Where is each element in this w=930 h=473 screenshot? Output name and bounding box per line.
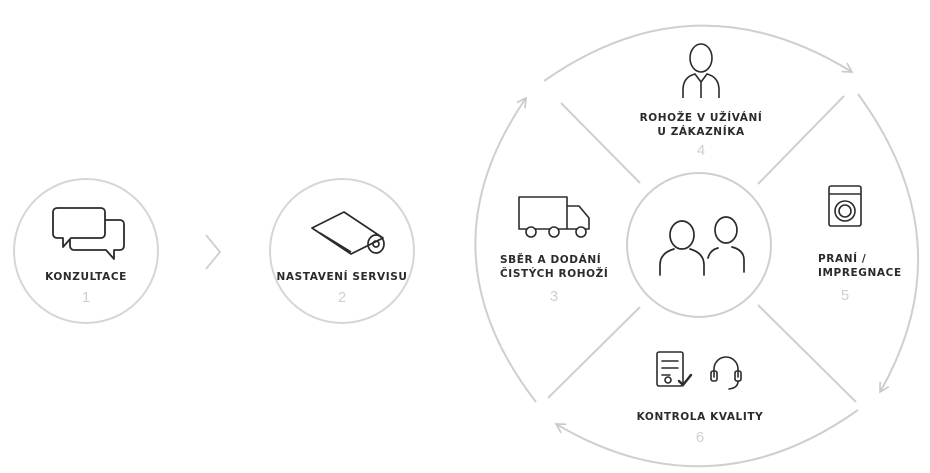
segment-left-number: 3 [550,288,558,305]
cycle-arc-right [857,93,920,394]
segment-top-line1: ROHOŽE V UŽÍVÁNÍ [640,111,763,124]
segment-bottom-number: 6 [696,429,704,446]
cycle-center-circle [626,172,772,318]
segment-right: PRANÍ / IMPREGNACE 5 [818,185,902,304]
washing-machine-icon [828,185,862,227]
two-people-icon [659,216,745,276]
delivery-truck-icon [518,196,590,238]
segment-top: ROHOŽE V UŽÍVÁNÍ U ZÁKAZNÍKA 4 [640,43,763,159]
cycle-arc-top [543,24,854,82]
checklist-and-headset-icon [656,351,742,390]
step-setup-label: NASTAVENÍ SERVISU [276,270,407,283]
segment-right-number: 5 [841,287,849,304]
segment-bottom-line1: KONTROLA KVALITY [637,411,764,423]
segment-bottom: KONTROLA KVALITY 6 [637,351,764,446]
cycle-arc-left [474,96,537,403]
step-consultation-label: KONZULTACE [45,271,127,283]
segment-right-line2: IMPREGNACE [818,267,902,279]
segment-top-line2: U ZÁKAZNÍKA [657,125,745,138]
service-cycle: ROHOŽE V UŽÍVÁNÍ U ZÁKAZNÍKA 4 PRANÍ / I… [474,24,920,468]
step-consultation-number: 1 [82,289,90,306]
chevron-right-icon [205,234,222,270]
chat-bubbles-icon [52,207,125,260]
cycle-arc-bottom [554,409,859,468]
cycle-dividers [547,95,857,403]
step-setup-number: 2 [338,289,346,306]
segment-left: SBĚR A DODÁNÍ ČISTÝCH ROHOŽÍ 3 [500,196,608,305]
segment-left-line1: SBĚR A DODÁNÍ [500,253,601,266]
rolled-mat-icon [311,211,385,255]
segment-right-line1: PRANÍ / [818,252,866,265]
step-consultation: KONZULTACE 1 [13,178,159,324]
step-setup: NASTAVENÍ SERVISU 2 [269,178,415,324]
segment-left-line2: ČISTÝCH ROHOŽÍ [500,267,608,280]
step-consultation-circle [13,178,159,324]
segment-top-number: 4 [697,142,705,159]
step-setup-circle [269,178,415,324]
businessman-icon [682,43,720,98]
